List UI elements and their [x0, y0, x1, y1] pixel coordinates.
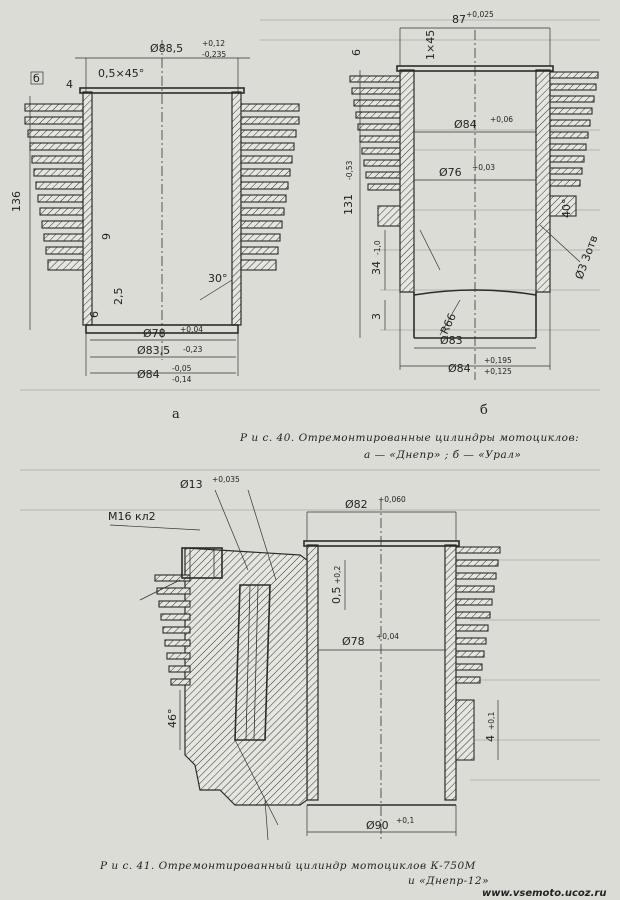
dim-bot-40a: Ø84: [137, 368, 160, 381]
labels-40a: Ø88,5 +0,12 -0,235 0,5×45° б 4 136 9 2,5…: [10, 39, 228, 422]
dim-dia82-41: Ø82: [345, 498, 368, 511]
dim-chamfer-40a: 0,5×45°: [98, 67, 144, 80]
fins-left-40b: [349, 75, 401, 227]
dim-holes-40b: Ø3 3отв: [573, 234, 601, 281]
dim-width-tol-40b: +0,025: [466, 10, 494, 19]
labels-41: Ø13 +0,035 М16 кл2 Ø82 +0,060 0,5 +0,2 Ø…: [108, 475, 497, 832]
dim-dia-top-tol-dn-40a: -0,235: [202, 50, 226, 59]
site-watermark[interactable]: www.vsemoto.ucoz.ru: [482, 888, 606, 899]
dim-dia13-41: Ø13: [180, 478, 203, 491]
dim-dia82-tol-41: +0,060: [378, 495, 406, 504]
dim-2-5-40a: 2,5: [112, 288, 125, 306]
caption-41: Р и с. 41. Отремонтированный цилиндр мот…: [99, 860, 489, 887]
figure-41: [109, 489, 501, 841]
fins-right-41: [455, 546, 501, 761]
dim-bot-tol-up-40a: -0,05: [172, 364, 192, 373]
dim-thread-41: М16 кл2: [108, 510, 156, 523]
dim-dia84-40b: Ø84: [454, 118, 477, 131]
dim-dia13-tol-41: +0,035: [212, 475, 240, 484]
dim-bore-40a: Ø78: [143, 327, 166, 340]
dim-bot-tol-dn-40a: -0,14: [172, 375, 192, 384]
dim-4-41: 4: [484, 735, 497, 742]
dim-dia84b-tol-dn-40b: +0,125: [484, 367, 512, 376]
fins-left-40a: [24, 103, 84, 271]
dim-dia90-tol-41: +0,1: [396, 816, 414, 825]
dim-height-40a: 136: [10, 191, 23, 212]
dim-6-40a: 6: [88, 311, 101, 318]
dim-dia84b-tol-up-40b: +0,195: [484, 356, 512, 365]
letter-b: б: [480, 403, 488, 418]
dim-9-40a: 9: [100, 233, 113, 240]
caption-40: Р и с. 40. Отремонтированные цилиндры мо…: [239, 432, 579, 461]
dim-dia78-tol-41: +0,04: [376, 632, 399, 641]
dim-bore-tol-40a: +0,04: [180, 325, 203, 334]
dim-chamfer-40b: 1×45: [424, 30, 437, 60]
dim-mid-40a: Ø83,5: [137, 344, 170, 357]
dim-dia83-40b: Ø83: [440, 334, 463, 347]
dim-34-40b: 34: [370, 261, 383, 275]
dim-dia90-41: Ø90: [366, 819, 389, 832]
label-b-40a: б: [33, 72, 40, 85]
dim-34-tol-40b: -1,0: [373, 240, 382, 255]
fins-left-41: [154, 574, 191, 686]
dim-dia78-41: Ø78: [342, 635, 365, 648]
dim-05-tol-41: +0,2: [333, 566, 342, 584]
dim-4-tol-41: +0,1: [487, 712, 496, 730]
caption-40-line1: Р и с. 40. Отремонтированные цилиндры мо…: [239, 432, 579, 444]
dim-dia-top-tol-up-40a: +0,12: [202, 39, 225, 48]
figure-40a: [24, 40, 300, 376]
dim-4-40a: 4: [66, 78, 73, 91]
fins-right-40a: [240, 103, 300, 271]
figure-40b: [349, 27, 599, 380]
caption-41-line2: и «Днепр-12»: [408, 875, 489, 887]
fins-right-40b: [549, 71, 599, 217]
dim-mid-tol-40a: -0,23: [183, 345, 203, 354]
dim-dia84-tol-40b: +0,06: [490, 115, 513, 124]
dim-05-41: 0,5: [330, 587, 343, 605]
caption-40-line2: а — «Днепр» ; б — «Урал»: [364, 449, 521, 461]
dim-dia84b-40b: Ø84: [448, 362, 471, 375]
dim-height-40b: 131: [342, 194, 355, 215]
caption-41-line1: Р и с. 41. Отремонтированный цилиндр мот…: [99, 860, 476, 872]
dim-3-40b: 3: [370, 313, 383, 320]
dim-angle-40b: 40°: [560, 199, 573, 219]
dim-6-40b: 6: [350, 49, 363, 56]
dim-bore-40b: Ø76: [439, 166, 462, 179]
dim-bore-tol-40b: +0,03: [472, 163, 495, 172]
dim-height-tol-40b: -0,53: [345, 160, 354, 180]
dim-angle-40a: 30°: [208, 272, 228, 285]
dim-angle-41: 46°: [166, 709, 179, 729]
dim-dia-top-40a: Ø88,5: [150, 42, 183, 55]
letter-a: а: [172, 407, 180, 422]
dim-radius-40b: R66: [438, 311, 459, 336]
dim-width-40b: 87: [452, 13, 466, 26]
